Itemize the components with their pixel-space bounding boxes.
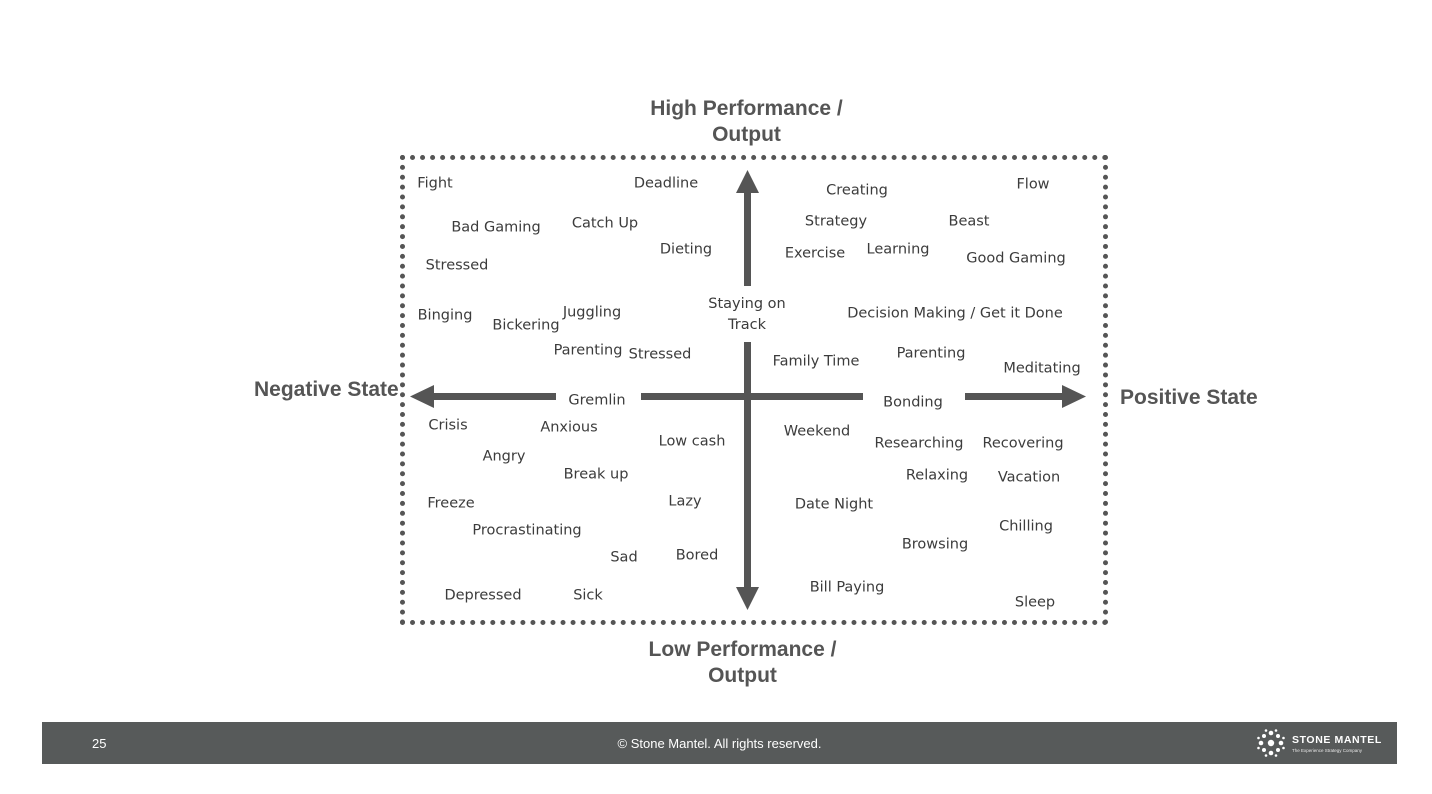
word-label: Weekend <box>783 423 851 440</box>
word-label: Gremlin <box>568 392 626 409</box>
word-label: Lazy <box>668 493 702 510</box>
word-label: Browsing <box>901 536 969 553</box>
word-label: Low cash <box>658 433 726 450</box>
horizontal-arrow-center-shaft <box>641 393 863 400</box>
word-label: Deadline <box>633 175 699 192</box>
logo-text: STONE MANTEL <box>1292 734 1382 746</box>
vertical-arrow-up-head <box>736 170 759 193</box>
vertical-arrow-upper-shaft <box>744 190 751 286</box>
logo-tagline: The Experience Strategy Company <box>1292 748 1363 753</box>
word-label: Sleep <box>1014 594 1056 611</box>
word-label: Crisis <box>428 417 468 434</box>
axis-title-high-performance: High Performance / Output <box>594 96 899 148</box>
word-label: Dieting <box>659 241 713 258</box>
word-label: Parenting <box>896 345 966 362</box>
word-label: Break up <box>563 466 629 483</box>
word-label: Flow <box>1016 176 1050 193</box>
word-label: Good Gaming <box>966 250 1066 267</box>
word-label: Bickering <box>492 317 560 334</box>
word-label: Family Time <box>772 353 860 370</box>
word-label: Recovering <box>982 435 1064 452</box>
word-label: Binging <box>417 307 473 324</box>
word-label: Decision Making / Get it Done <box>847 305 1063 322</box>
word-label: Freeze <box>427 495 475 512</box>
footer-bar: 25 © Stone Mantel. All rights reserved. <box>42 722 1397 764</box>
word-label: Anxious <box>540 419 598 436</box>
word-label: Relaxing <box>905 467 969 484</box>
word-label: Chilling <box>999 518 1053 535</box>
word-label: Bill Paying <box>809 579 885 596</box>
axis-title-low-performance: Low Performance / Output <box>590 637 895 689</box>
word-label: Vacation <box>997 469 1061 486</box>
word-label: Fight <box>417 175 453 192</box>
word-label: Procrastinating <box>472 522 582 539</box>
stone-mantel-logo: STONE MANTEL The Experience Strategy Com… <box>1256 729 1392 757</box>
word-label: Meditating <box>1003 360 1081 377</box>
word-label: Catch Up <box>571 215 639 232</box>
horizontal-arrow-left-shaft <box>430 393 556 400</box>
axis-title-top-line1: High Performance / <box>650 97 843 120</box>
word-label: Exercise <box>784 245 846 262</box>
word-label: Sick <box>573 587 603 604</box>
word-label: Creating <box>826 182 888 199</box>
word-label: Researching <box>874 435 964 452</box>
word-label: Parenting <box>553 342 623 359</box>
word-label: Stressed <box>425 257 489 274</box>
axis-title-positive-state: Positive State <box>1120 386 1258 409</box>
word-label: Stressed <box>628 346 692 363</box>
axis-title-bottom-line1: Low Performance / <box>648 638 837 661</box>
word-label: Date Night <box>794 496 874 513</box>
word-label: Beast <box>948 213 990 230</box>
page-number: 25 <box>92 736 107 751</box>
word-label: Bored <box>675 547 719 564</box>
axis-title-negative-state: Negative State <box>254 378 399 401</box>
vertical-arrow-down-head <box>736 587 759 610</box>
copyright-text: © Stone Mantel. All rights reserved. <box>617 736 822 751</box>
word-label: Bonding <box>883 394 943 411</box>
word-label: Depressed <box>444 587 522 604</box>
vertical-arrow-lower-shaft <box>744 342 751 590</box>
horizontal-arrow-left-head <box>410 385 434 408</box>
axis-title-bottom-line2: Output <box>708 664 777 687</box>
horizontal-arrow-right-head <box>1062 385 1086 408</box>
word-label: Bad Gaming <box>451 219 541 236</box>
word-label: Learning <box>866 241 930 258</box>
word-label: Angry <box>482 448 526 465</box>
word-label: Juggling <box>562 304 622 321</box>
logo-mark-icon <box>1257 729 1285 757</box>
axis-title-top-line2: Output <box>712 123 781 146</box>
word-label: Strategy <box>804 213 868 230</box>
horizontal-arrow-right-shaft <box>965 393 1065 400</box>
word-label: Sad <box>610 549 638 566</box>
dotted-frame <box>400 155 1108 625</box>
